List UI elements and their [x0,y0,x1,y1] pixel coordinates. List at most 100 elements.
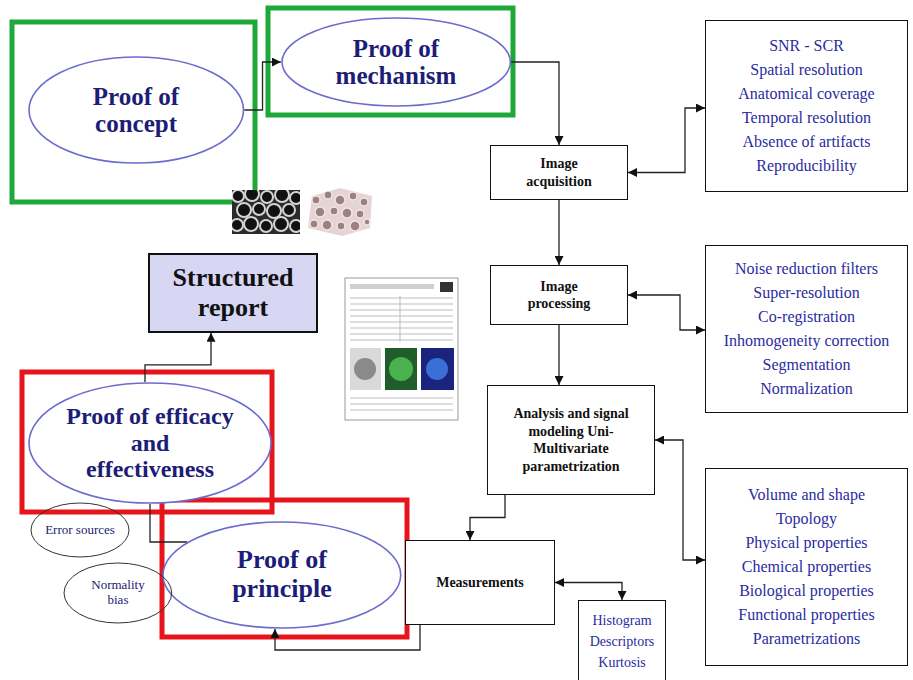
list-item: Segmentation [724,353,890,377]
flow-connector [244,62,281,110]
highlight-frame [162,500,407,637]
note-label: Error sources [45,523,115,538]
list-item: Reproducibility [738,154,874,178]
process-box: Image processing [490,265,628,325]
porous-image-ground [306,186,374,238]
text-group: Proof of concept [60,83,213,138]
proof-label: Proof of principle [199,546,364,603]
text-group: Proof of principle [199,546,364,603]
list-item: Inhomogeneity correction [724,329,890,353]
list-item: SNR - SCR [738,34,874,58]
porous-image [306,186,374,238]
note-ellipse: Error sources [30,502,130,558]
property-box: SNR - SCRSpatial resolutionAnatomical co… [705,20,908,192]
page-image [385,348,417,390]
list-item: Temporal resolution [738,106,874,130]
list-item: Absence of artifacts [738,130,874,154]
proof-label: Proof of mechanism [314,35,477,90]
process-box: Measurements [405,540,555,625]
page-image [421,348,454,390]
flow-connector [628,108,705,173]
list-item: Biological properties [738,579,874,603]
flow-connector [558,325,559,385]
process-box: Image acquisition [490,145,628,200]
list-item: Normalization [724,377,890,401]
box-label: Image acquisition [509,155,609,190]
highlight-frame [12,22,255,202]
text-group: SNR - SCRSpatial resolutionAnatomical co… [738,34,874,178]
note-label: Normality bias [81,578,155,608]
ellipse-shape [64,563,172,623]
list-item: Noise reduction filters [724,257,890,281]
flow-connector [150,504,187,542]
list-item: Kurtosis [590,652,655,673]
list-item: Chemical properties [738,555,874,579]
page-header [350,284,434,289]
flow-connector [655,440,705,560]
list-item: Volume and shape [738,483,874,507]
text-group: Noise reduction filtersSuper-resolutionC… [724,257,890,401]
list-item: Spatial resolution [738,58,874,82]
text-group: Measurements [436,574,524,592]
proof-ellipse: Proof of principle [162,521,402,629]
ellipse-shape [282,18,510,106]
report-box: Structured report [148,253,318,333]
text-group: Volume and shapeTopologyPhysical propert… [738,483,874,651]
proof-label: Proof of concept [60,83,213,138]
flow-connector [628,295,705,330]
page-logo [440,282,453,292]
ellipse-shape [29,383,271,503]
page-image [350,348,381,390]
list-item: Topology [738,507,874,531]
report-thumbnail [345,278,458,420]
list-item: Physical properties [738,531,874,555]
list-item: Parametrizations [738,627,874,651]
note-ellipse: Normality bias [63,562,173,624]
proof-label: Proof of efficacy and effectiveness [66,403,234,482]
text-group: Error sources [45,523,115,538]
text-group: Proof of mechanism [314,35,477,90]
box-label: Analysis and signal modeling Uni- Multiv… [507,405,635,475]
output-box: HistogramDescriptorsKurtosis [578,600,666,680]
flow-connector [555,583,622,601]
proof-ellipse: Proof of concept [28,56,245,164]
text-group: Structured report [158,263,308,323]
box-label: Measurements [436,574,524,592]
highlight-frame [22,372,272,512]
box-label: Image processing [509,278,609,313]
micro-image [232,190,300,234]
list-item: Histogram [590,610,655,631]
flow-connector [275,625,420,650]
list-item: Descriptors [590,631,655,652]
highlight-frame [268,8,513,115]
ellipse-shape [31,503,129,557]
text-group: Normality bias [81,578,155,608]
page-rows [350,296,453,410]
ellipse-shape [163,522,401,628]
text-group: Image acquisition [509,155,609,190]
proof-ellipse: Proof of efficacy and effectiveness [28,382,272,504]
micro-image-cells [232,190,300,232]
flow-connector [145,333,211,382]
page-image [426,358,448,380]
page-sheet [345,278,458,420]
flow-connector [558,200,559,265]
list-item: Functional properties [738,603,874,627]
list-item: Anatomical coverage [738,82,874,106]
page-image [354,358,376,380]
flow-connector [511,62,559,145]
list-item: Super-resolution [724,281,890,305]
text-group: Proof of efficacy and effectiveness [66,403,234,482]
list-item: Co-registration [724,305,890,329]
box-label: Structured report [158,263,308,323]
flow-connector [470,495,505,540]
ellipse-shape [29,57,244,163]
process-box: Analysis and signal modeling Uni- Multiv… [487,385,655,495]
text-group: Analysis and signal modeling Uni- Multiv… [507,405,635,475]
text-group: HistogramDescriptorsKurtosis [590,610,655,673]
proof-ellipse: Proof of mechanism [281,17,511,107]
page-image [389,357,413,381]
property-box: Volume and shapeTopologyPhysical propert… [705,468,908,666]
porous-image-pores [310,191,370,231]
